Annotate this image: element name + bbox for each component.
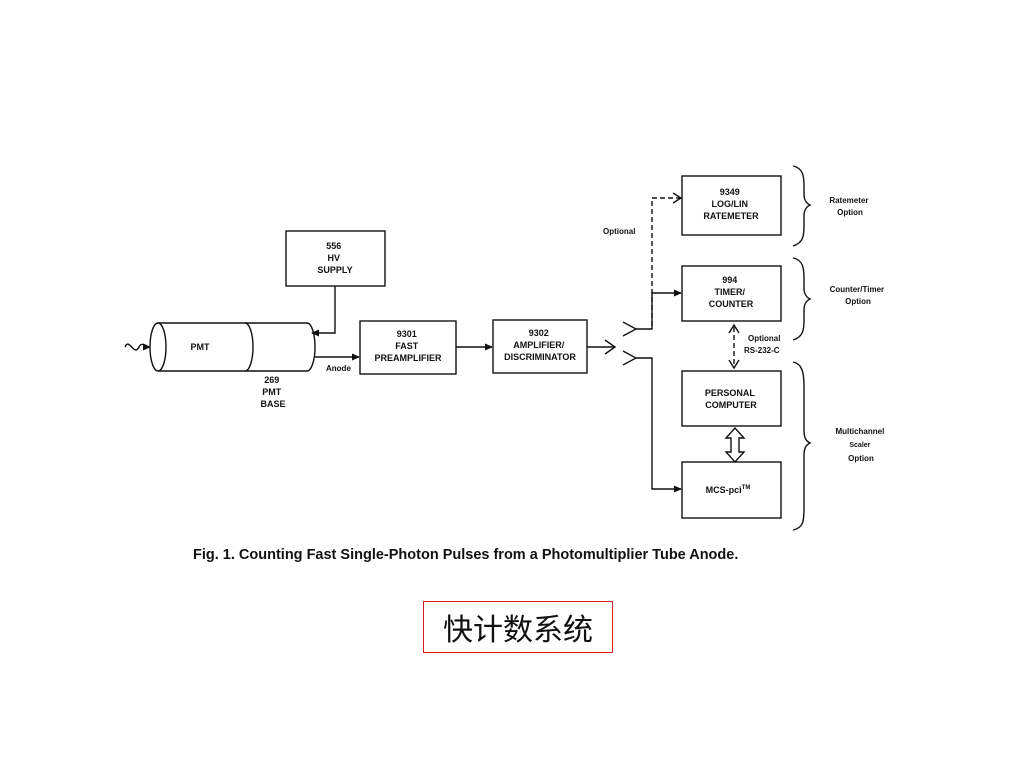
hv-supply-label: 556 HV SUPPLY [317,241,352,275]
counter-timer-option-label: Counter/Timer Option [830,285,887,306]
hv-to-pmt-wire [311,286,336,337]
hv-supply-box [285,230,386,287]
pmt-label: PMT [191,342,211,352]
connector-lower [622,350,638,366]
ratemeter-brace [792,165,812,247]
to-timer-wire [636,289,682,330]
mcs-brace [792,361,812,531]
amplifier-discriminator-box [492,319,588,374]
rs232-label: Optional RS-232-C [744,334,783,355]
amplifier-discriminator-label: 9302 AMPLIFIER/ DISCRIMINATOR [504,328,576,362]
light-input-arrow [124,343,151,351]
counter-brace [792,257,812,341]
ratemeter-box [681,175,782,236]
ratemeter-option-label: Ratemeter Option [829,196,870,217]
ratemeter-optional-wire [651,197,681,326]
mcs-pci-box [681,461,782,519]
pmt-base-label: 269 PMT BASE [260,375,285,409]
mcs-pci-label: MCS-pciTM [706,485,751,495]
mcs-option-label: Multichannel Scaler Option [835,427,886,463]
personal-computer-label: PERSONAL COMPUTER [705,388,757,410]
preamplifier-label: 9301 FAST PREAMPLIFIER [374,329,442,363]
anode-label: Anode [326,364,351,373]
timer-counter-label: 994 TIMER/ COUNTER [709,275,754,309]
slide-title: 快计数系统 [423,601,613,653]
pc-mcs-bus-arrow [724,426,746,464]
personal-computer-box [681,370,782,427]
optional-label: Optional [603,227,635,236]
timer-counter-box [681,265,782,322]
connector-upper [622,321,638,337]
ratemeter-label: 9349 LOG/LIN RATEMETER [703,187,759,221]
figure-caption: Fig. 1. Counting Fast Single-Photon Puls… [193,547,738,563]
pmt-tube [149,322,316,372]
to-mcs-wire [636,357,682,493]
